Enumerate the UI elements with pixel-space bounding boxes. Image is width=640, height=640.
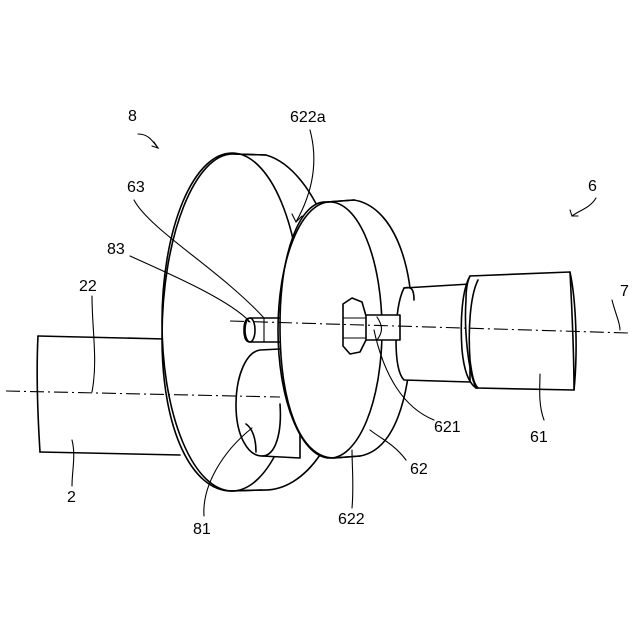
label-2: 2	[67, 489, 76, 506]
label-8: 8	[128, 108, 137, 125]
left-shaft	[37, 336, 180, 455]
label-7: 7	[620, 283, 629, 300]
label-81: 81	[193, 521, 211, 538]
label-61: 61	[530, 429, 548, 446]
label-621: 621	[434, 419, 461, 436]
label-63: 63	[127, 179, 145, 196]
label-83: 83	[107, 241, 125, 258]
label-622: 622	[338, 511, 365, 528]
label-62: 62	[410, 461, 428, 478]
label-22: 22	[79, 278, 97, 295]
label-622a: 622a	[290, 109, 326, 126]
label-6: 6	[588, 178, 597, 195]
